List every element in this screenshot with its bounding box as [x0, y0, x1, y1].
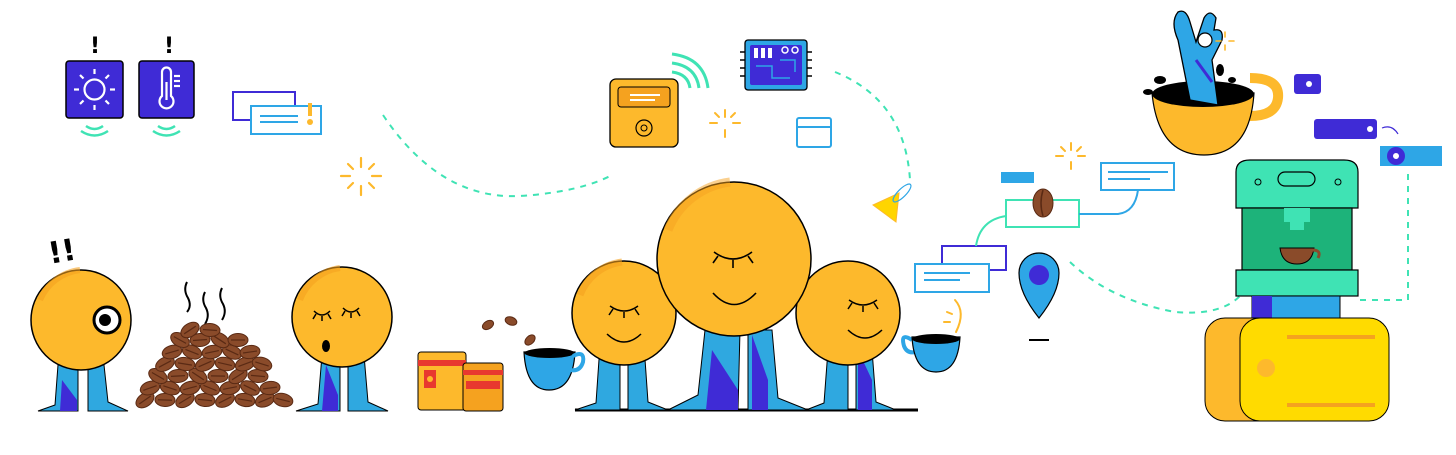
sparkle-icon — [339, 156, 383, 197]
alert-mark: !! — [46, 233, 79, 272]
character-sleepy — [291, 265, 393, 412]
arrowhead — [872, 183, 912, 223]
coffee-beans-pile — [135, 281, 294, 409]
coffee-bean-crease — [225, 348, 239, 356]
coffee-bean-crease — [218, 361, 232, 367]
coffee-bean-crease — [178, 395, 192, 405]
coffee-bean-crease — [213, 335, 227, 345]
sun-sensor: ! — [65, 34, 124, 137]
coffee-bean-card — [1001, 172, 1080, 228]
coffee-bean-crease — [151, 371, 165, 381]
app-window — [796, 117, 832, 148]
coffee-bean-crease — [183, 385, 197, 391]
coffee-bean-crease — [183, 325, 197, 335]
coffee-packs — [417, 351, 504, 412]
character-happy-left — [571, 258, 677, 411]
coffee-bean-crease — [242, 350, 258, 354]
coffee-bean-crease — [205, 349, 219, 355]
coffee-bean-crease — [173, 336, 187, 344]
coffee-bean-crease — [218, 396, 232, 404]
alert-mark: ! — [164, 34, 174, 59]
coffee-cup — [901, 334, 961, 373]
character-legs — [37, 364, 129, 412]
map-pin-icon — [1018, 252, 1060, 341]
coffee-bean-crease — [262, 386, 278, 390]
sparkle-icon — [1215, 31, 1235, 51]
coffee-bean-crease — [258, 396, 272, 404]
dashed-connector-3 — [1069, 261, 1241, 314]
character-happy-right — [795, 260, 901, 411]
coffee-bean-crease — [138, 395, 152, 405]
coffee-bean-crease — [198, 360, 212, 368]
thermometer-sensor: ! — [138, 34, 195, 137]
sparkle-icon — [943, 299, 962, 333]
thermometer-icon — [158, 66, 180, 110]
character-alert: !! — [30, 233, 132, 412]
coffee-machine — [1235, 159, 1359, 319]
wifi-icon — [80, 124, 109, 137]
alert-message-card — [232, 91, 322, 135]
coffee-bean-crease — [165, 349, 179, 355]
coffee-bean-crease — [191, 371, 205, 381]
character-mouth — [322, 340, 330, 352]
coffee-bean-crease — [238, 398, 252, 402]
coffee-bean-crease — [276, 397, 290, 403]
coffee-bean-crease — [143, 385, 157, 391]
sparkle-icon — [709, 109, 741, 138]
wifi-icon — [671, 52, 710, 89]
message-card — [1100, 162, 1175, 191]
coffee-bean-crease — [185, 348, 199, 356]
character-happy-center — [656, 177, 812, 411]
message-card — [914, 245, 1007, 293]
wifi-icon — [152, 124, 181, 137]
coffee-bean-crease — [238, 361, 252, 367]
steam-lines — [184, 281, 226, 325]
coffee-bean-crease — [177, 362, 193, 366]
dashed-connector-2 — [834, 71, 911, 181]
coffee-cup — [523, 348, 586, 391]
character-group — [571, 177, 918, 412]
coffee-bean-crease — [163, 385, 177, 391]
coffee-bean-crease — [170, 375, 186, 377]
dashed-connector-1 — [382, 114, 613, 198]
microchip-board — [740, 39, 812, 91]
coffee-bean-crease — [202, 328, 218, 332]
ok-hand-icon — [1173, 10, 1223, 106]
sun-icon — [74, 69, 115, 110]
coffee-bean-crease — [250, 374, 266, 378]
camera-device — [1314, 119, 1442, 166]
coffee-bean-crease — [223, 386, 237, 390]
sparkle-icon — [1055, 142, 1086, 170]
coffee-bean-crease — [255, 361, 269, 367]
dashed-connector-4 — [1360, 170, 1409, 301]
machine-stand — [1204, 317, 1390, 422]
alert-mark: ! — [90, 34, 100, 59]
flying-beans — [481, 316, 536, 346]
coffee-splash — [1143, 64, 1236, 95]
coffee-bean-crease — [231, 371, 245, 381]
coffee-bean-crease — [192, 338, 208, 342]
coffee-bean-crease — [243, 384, 257, 392]
router-device — [609, 52, 710, 148]
connector-line — [1079, 189, 1139, 215]
cup-with-hand — [1143, 10, 1284, 156]
coffee-bean-crease — [197, 398, 213, 402]
connector-line — [975, 215, 1007, 247]
coffee-bean-crease — [203, 384, 217, 392]
coffee-bean-crease — [158, 360, 172, 368]
